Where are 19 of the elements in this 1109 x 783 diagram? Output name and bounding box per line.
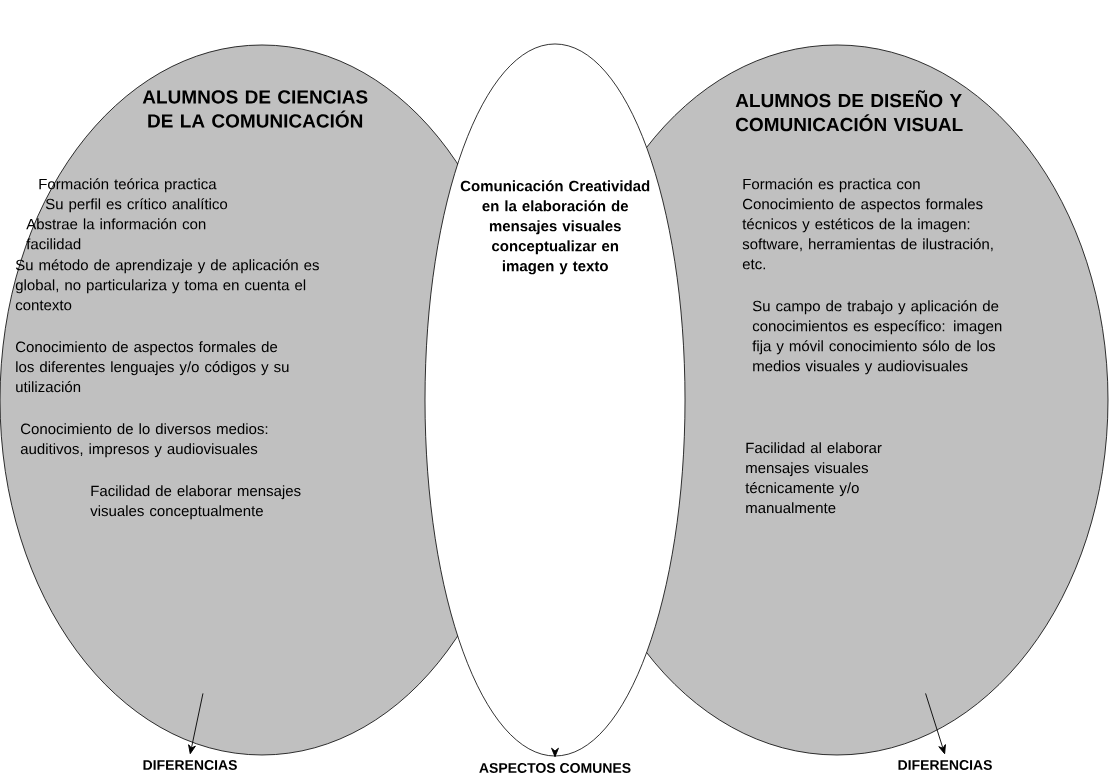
item-text: Abstrae la información con facilidad bbox=[26, 218, 206, 250]
arrow bbox=[925, 692, 946, 755]
arrow bbox=[551, 747, 559, 758]
item-text: Formación es practica con Conocimiento de aspectos formales técnicos y estéticos de la imagen: software, herramientas de ilustración, etc. bbox=[742, 178, 993, 270]
bottom-label: DIFERENCIAS bbox=[143, 760, 237, 770]
center-text: Comunicación Creatividad en la elaboración de mensajes visuales conceptualizar en imagen y texto bbox=[460, 180, 650, 275]
arrow bbox=[188, 692, 204, 755]
item-text: Conocimiento de aspectos formales de los diferentes lenguajes y/o códigos y su utilización bbox=[15, 341, 289, 393]
heading-text: ALUMNOS DE DISEÑO Y COMUNICACIÓN VISUAL bbox=[735, 90, 963, 132]
item-text: Facilidad al elaborar mensajes visuales técnicamente y/o manualmente bbox=[745, 442, 882, 514]
item-text: Su método de aprendizaje y de aplicación es global, no particulariza y toma en cuenta el contexto bbox=[15, 259, 319, 311]
item-text: Conocimiento de lo diversos medios: auditivos, impresos y audiovisuales bbox=[20, 423, 268, 458]
item-text: Su campo de trabajo y aplicación de conocimientos es específico: imagen fija y móvil conocimiento sólo de los medios visuales y audiovisuales bbox=[752, 300, 1002, 375]
item-text: Facilidad de elaborar mensajes visuales conceptualmente bbox=[90, 485, 301, 520]
bottom-label: ASPECTOS COMUNES bbox=[479, 763, 631, 773]
bottom-label: DIFERENCIAS bbox=[898, 760, 992, 770]
item-text: Su perfil es crítico analítico bbox=[45, 198, 228, 213]
item-text: Formación teórica practica bbox=[39, 178, 217, 193]
heading-text: ALUMNOS DE CIENCIAS DE LA COMUNICACIÓN bbox=[142, 90, 368, 128]
